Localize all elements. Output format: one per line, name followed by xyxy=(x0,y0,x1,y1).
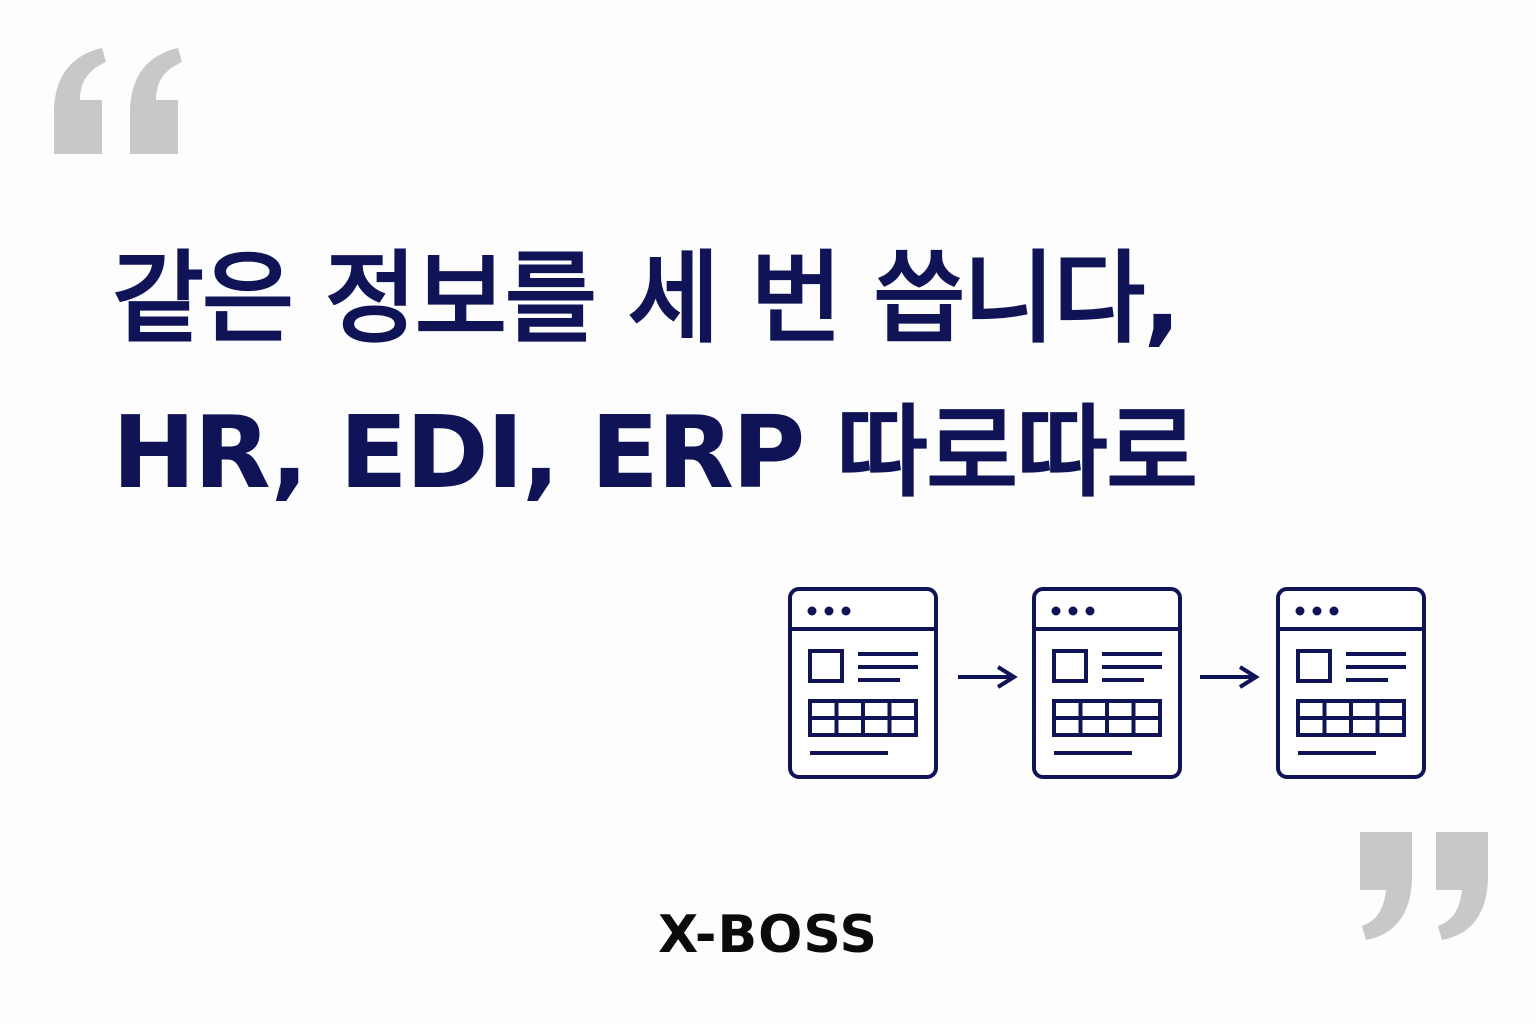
arrow-right-icon xyxy=(956,665,1016,689)
brand-logo-text: X-BOSS xyxy=(658,905,878,965)
headline: 같은 정보를 세 번 씁니다, HR, EDI, ERP 따로따로 xyxy=(112,222,1198,530)
open-quote-icon xyxy=(54,48,182,154)
browser-window-icon xyxy=(1032,587,1182,779)
browser-window-icon xyxy=(1276,587,1426,779)
headline-line-2: HR, EDI, ERP 따로따로 xyxy=(112,394,1198,511)
close-quote-icon xyxy=(1360,832,1488,940)
system-flow-diagram xyxy=(788,587,1426,779)
arrow-right-icon xyxy=(1198,665,1258,689)
headline-line-1: 같은 정보를 세 번 씁니다, xyxy=(112,240,1181,357)
browser-window-icon xyxy=(788,587,938,779)
